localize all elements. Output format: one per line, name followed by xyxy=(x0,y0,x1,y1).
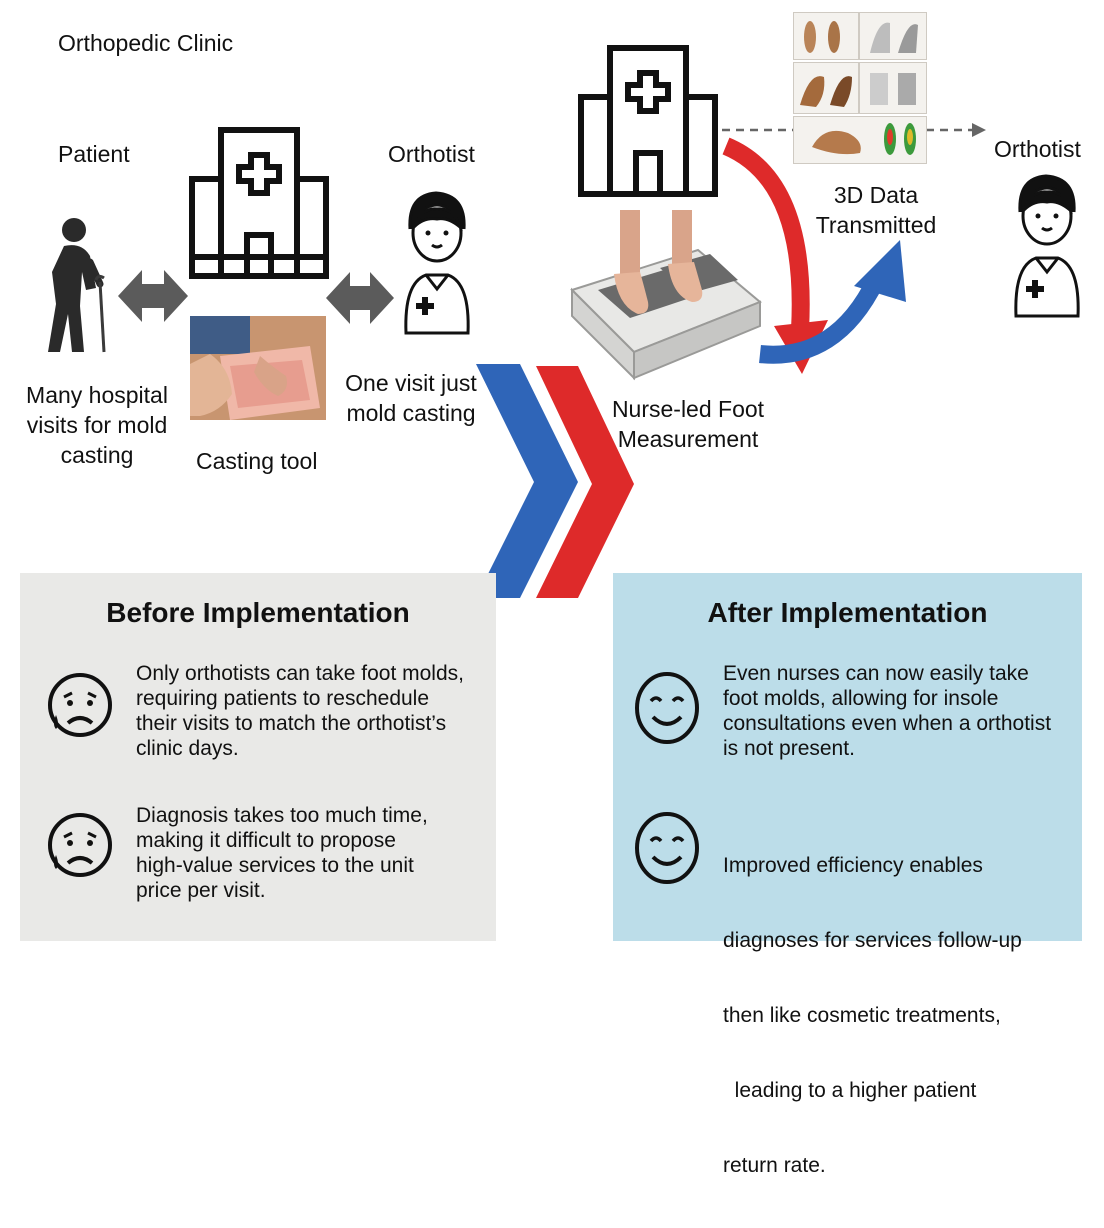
blue-curved-arrow-icon xyxy=(759,240,906,364)
casting-tool-photo xyxy=(190,316,326,420)
before-item-line: Diagnosis takes too much time, xyxy=(136,804,428,827)
patient-caption-line: visits for mold xyxy=(26,412,168,438)
after-item-line: Improved efficiency enables xyxy=(723,854,983,877)
before-item-line: requiring patients to reschedule xyxy=(136,687,430,710)
orthotist-caption-line: One visit just xyxy=(345,370,477,396)
clinic-label: Orthopedic Clinic xyxy=(58,30,234,56)
dashed-arrow-icon xyxy=(722,123,986,137)
smile-face-icon xyxy=(635,812,699,884)
orthotist-caption-line: mold casting xyxy=(346,400,476,426)
before-panel: Before Implementation Only orthotists ca… xyxy=(20,573,496,941)
orthotist-icon xyxy=(404,191,470,335)
elderly-patient-icon xyxy=(48,218,106,353)
before-panel-title: Before Implementation xyxy=(106,597,410,628)
sad-face-icon xyxy=(48,813,112,877)
after-item-line: return rate. xyxy=(723,1154,826,1177)
after-panel-title: After Implementation xyxy=(707,597,988,628)
orthotist-icon xyxy=(1014,174,1080,318)
hospital-building-icon xyxy=(189,127,329,279)
before-item-line: price per visit. xyxy=(136,879,266,902)
before-item-line: clinic days. xyxy=(136,737,239,760)
data-caption-line: 3D Data xyxy=(833,182,919,208)
sad-face-icon xyxy=(48,673,112,737)
double-arrow-icon xyxy=(118,270,188,322)
orthotist-label: Orthotist xyxy=(994,136,1081,162)
after-item-line: consultations even when a orthotist xyxy=(723,712,1052,735)
patient-caption-line: casting xyxy=(60,442,134,468)
3d-data-screens xyxy=(793,12,927,164)
hospital-building-icon xyxy=(578,45,718,197)
before-item-line: making it difficult to propose xyxy=(136,829,396,852)
red-chevron-icon xyxy=(536,366,634,598)
nurse-caption-line: Measurement xyxy=(617,426,759,452)
nurse-caption-line: Nurse-led Foot xyxy=(611,396,765,422)
after-panel: After Implementation Even nurses can now… xyxy=(613,573,1082,1177)
after-item-line: leading to a higher patient xyxy=(723,1079,977,1102)
patient-caption-line: Many hospital xyxy=(26,382,168,408)
before-item-line: their visits to match the orthotist’s xyxy=(136,712,447,735)
before-item-line: Only orthotists can take foot molds, xyxy=(136,662,464,685)
patient-label: Patient xyxy=(58,141,130,167)
after-item-line: foot molds, allowing for insole xyxy=(723,687,999,710)
smile-face-icon xyxy=(635,672,699,744)
foot-scanner-icon xyxy=(570,210,762,381)
casting-caption: Casting tool xyxy=(196,448,318,474)
before-item-line: high-value services to the unit xyxy=(136,854,414,877)
after-item-line: then like cosmetic treatments, xyxy=(723,1004,1001,1027)
after-item-line: is not present. xyxy=(723,737,855,760)
after-item-line: Even nurses can now easily take xyxy=(723,662,1029,685)
orthotist-label: Orthotist xyxy=(388,141,475,167)
blue-chevron-icon xyxy=(476,364,578,598)
after-item-line: diagnoses for services follow-up xyxy=(723,929,1022,952)
double-arrow-icon xyxy=(326,272,394,324)
data-caption-line: Transmitted xyxy=(815,212,937,238)
